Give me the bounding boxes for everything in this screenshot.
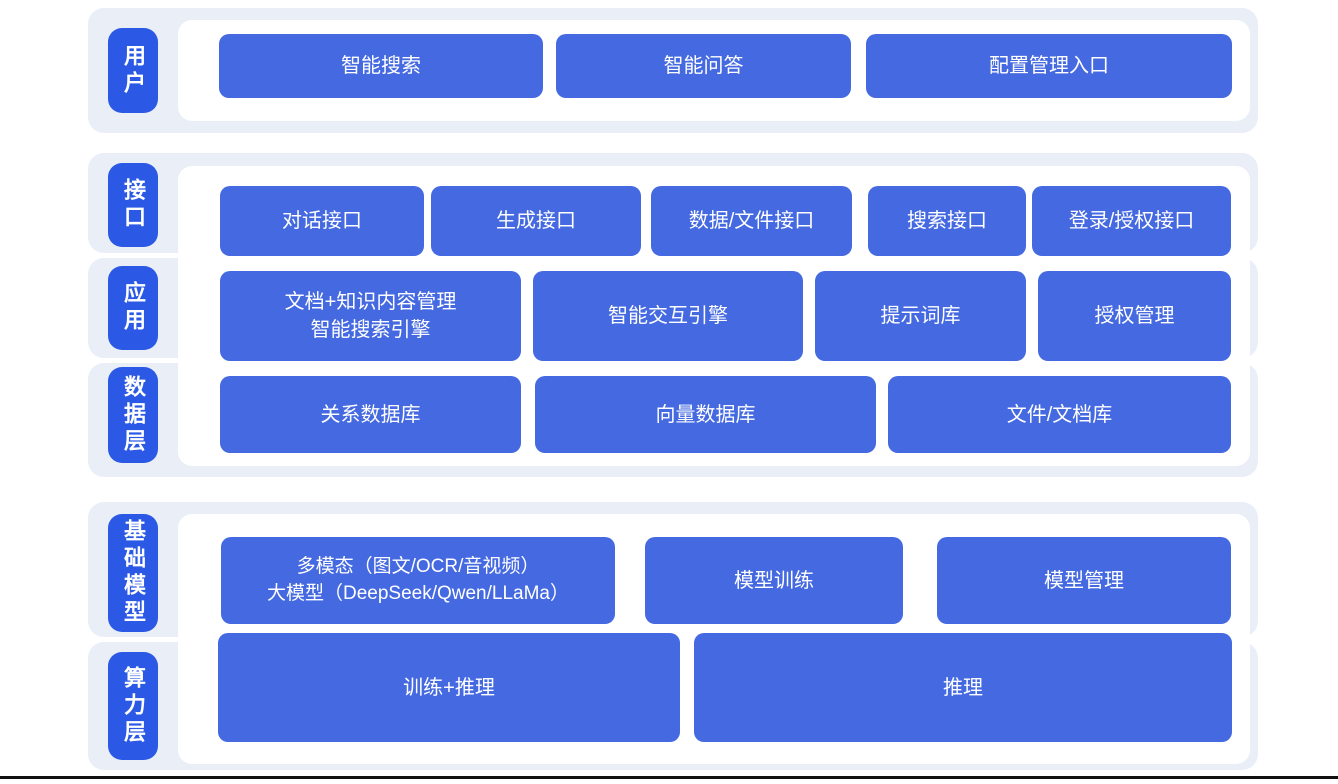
block-prompt-library: 提示词库 [815,271,1026,361]
block-file-doc-db: 文件/文档库 [888,376,1231,453]
layer-label-interface: 接口 [108,163,158,247]
block-vector-db: 向量数据库 [535,376,876,453]
layer-label-data: 数据层 [108,367,158,463]
block-auth-management: 授权管理 [1038,271,1231,361]
block-smart-qa: 智能问答 [556,34,851,98]
bottom-divider [0,776,1338,779]
block-relational-db: 关系数据库 [220,376,521,453]
block-search-api: 搜索接口 [868,186,1026,256]
block-generation-api: 生成接口 [431,186,641,256]
block-doc-knowledge-search-engine: 文档+知识内容管理 智能搜索引擎 [220,271,521,361]
block-config-management-entry: 配置管理入口 [866,34,1232,98]
block-interactive-engine: 智能交互引擎 [533,271,803,361]
block-model-management: 模型管理 [937,537,1231,624]
block-smart-search: 智能搜索 [219,34,543,98]
layer-label-user: 用户 [108,28,158,113]
block-training-inference: 训练+推理 [218,633,680,742]
block-login-auth-api: 登录/授权接口 [1032,186,1231,256]
block-dialog-api: 对话接口 [220,186,424,256]
layer-label-application: 应用 [108,266,158,350]
block-multimodal-llm: 多模态（图文/OCR/音视频） 大模型（DeepSeek/Qwen/LLaMa） [221,537,615,624]
block-inference: 推理 [694,633,1232,742]
block-model-training: 模型训练 [645,537,903,624]
layer-label-foundation-model: 基础模型 [108,514,158,632]
layer-label-compute: 算力层 [108,652,158,760]
block-data-file-api: 数据/文件接口 [651,186,852,256]
